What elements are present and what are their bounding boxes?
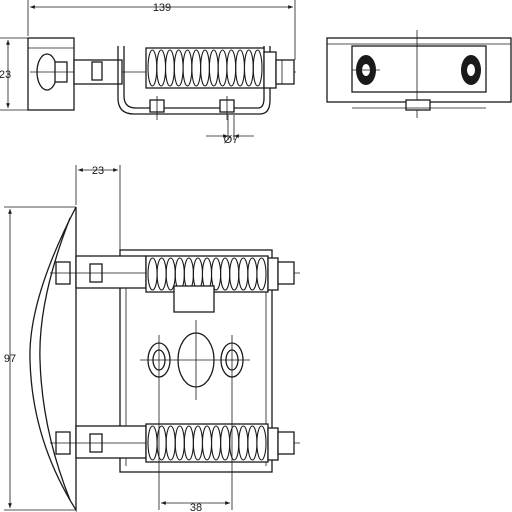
spring-coil — [256, 425, 267, 461]
upper-bolt — [50, 255, 300, 313]
dimension-height-top: 23 — [0, 37, 28, 111]
curved-handle — [29, 206, 77, 512]
spring-coil — [252, 49, 263, 87]
side-view: 139 23 — [0, 0, 296, 146]
lower-bolt — [50, 423, 300, 463]
dimension-label-offset: 23 — [92, 165, 104, 177]
dimension-label-plan-height: 97 — [4, 353, 16, 365]
end-nut — [263, 51, 277, 89]
dimension-label-diameter: Ø7 — [224, 134, 239, 146]
mounting-bracket — [117, 46, 271, 115]
screw-hole-left — [352, 55, 380, 85]
spring-coil — [256, 257, 267, 291]
hole-left — [147, 342, 171, 378]
screw-hole-right — [461, 55, 481, 85]
dimension-width-top: 139 — [27, 0, 296, 60]
hole-center — [177, 332, 215, 388]
front-view — [326, 30, 512, 118]
plan-view: 23 97 — [4, 165, 300, 512]
hole-right — [220, 342, 244, 378]
spring-side — [145, 47, 265, 89]
dimension-offset: 23 — [75, 165, 121, 250]
dimension-label-height: 23 — [0, 69, 11, 81]
dimension-spacing: 38 — [161, 501, 230, 512]
dimension-hole-diameter: Ø7 — [206, 115, 254, 146]
dimension-label-width: 139 — [153, 2, 171, 14]
dimension-height-plan: 97 — [4, 206, 76, 511]
plate-holes — [140, 320, 250, 510]
dimension-label-spacing: 38 — [190, 502, 202, 512]
